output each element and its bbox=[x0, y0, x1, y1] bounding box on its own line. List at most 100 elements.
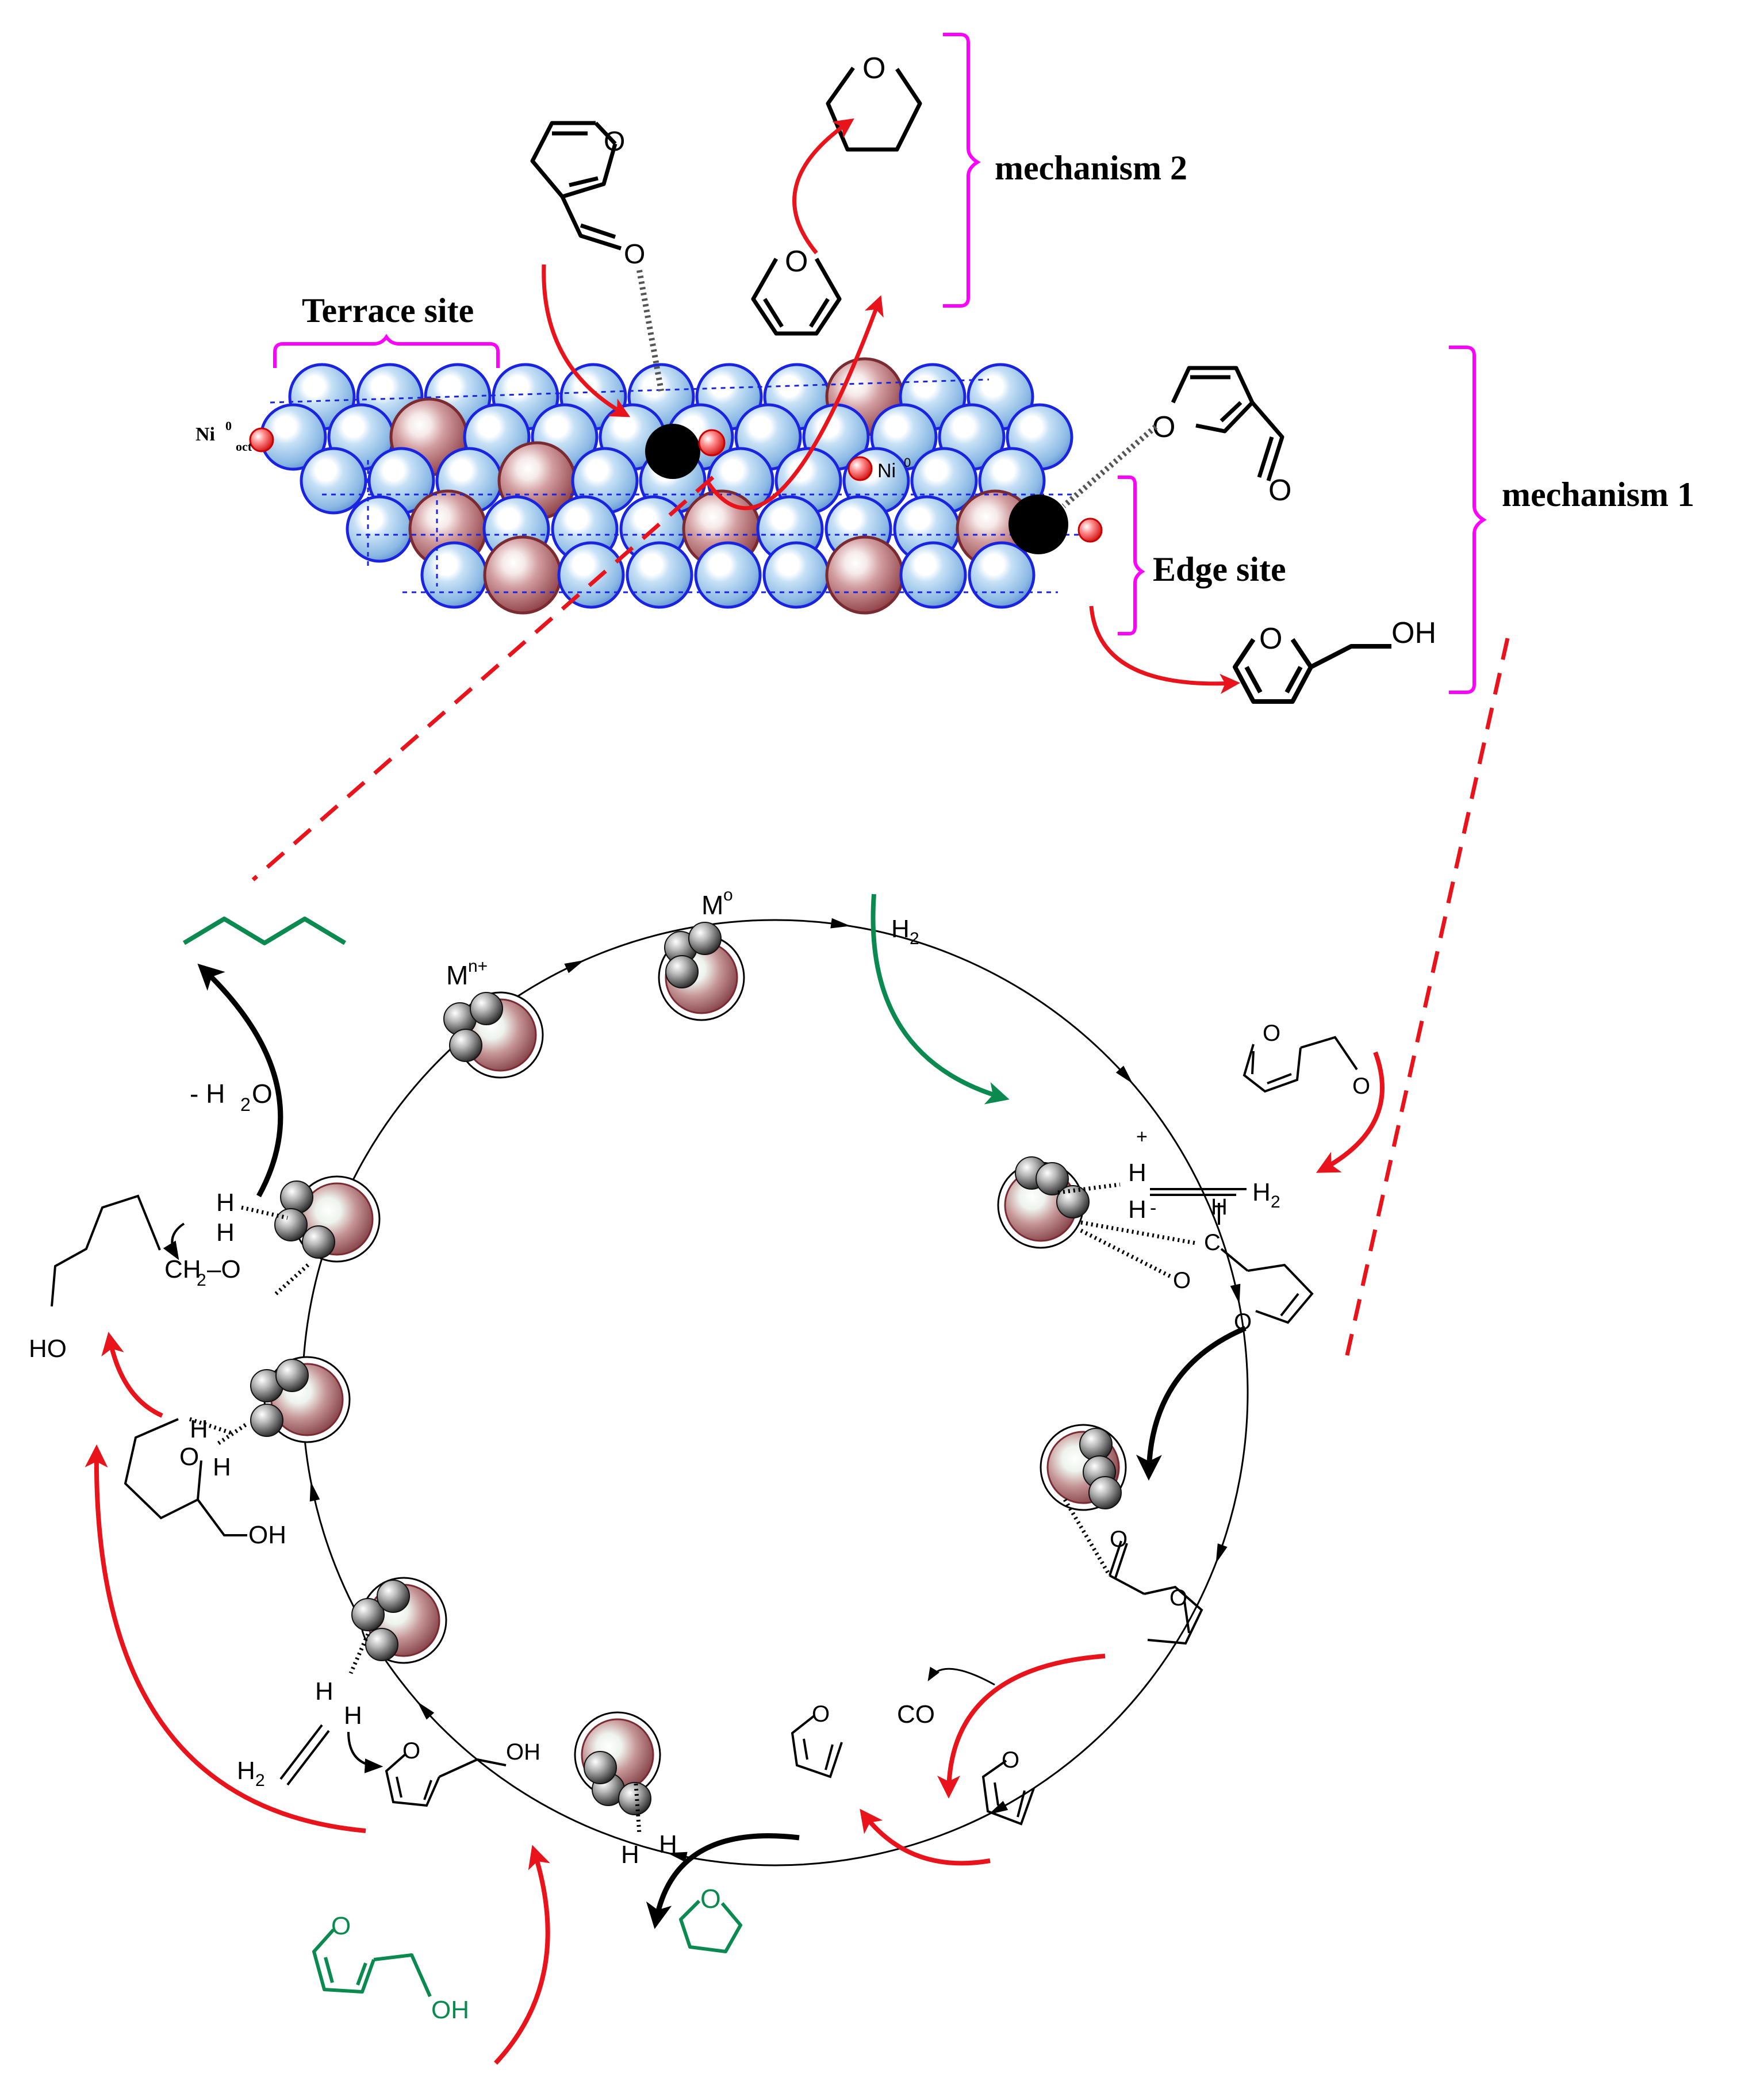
minus-label: - bbox=[1150, 1197, 1156, 1219]
h2-bottom-label: H 2 bbox=[237, 1757, 265, 1790]
catalytic-cycle-ring bbox=[301, 919, 1249, 1866]
co-label: CO bbox=[897, 1700, 935, 1728]
terrace-brace bbox=[273, 334, 500, 368]
ni-surface-atom bbox=[968, 541, 1036, 609]
oxygen-vacancy-dot bbox=[1077, 518, 1103, 543]
minus-h2o-label: - H 2 O bbox=[190, 1079, 273, 1115]
bl-h-1: H bbox=[315, 1677, 333, 1705]
thfa-o: O bbox=[179, 1443, 199, 1471]
furfural-o-ring: O bbox=[604, 127, 625, 157]
h-plus-label: H bbox=[1128, 1159, 1146, 1187]
furan-br2-o: O bbox=[812, 1701, 830, 1727]
plus-label: + bbox=[1136, 1126, 1148, 1148]
metal-cluster-atom bbox=[250, 1404, 283, 1437]
mechanism-1-label: mechanism 1 bbox=[1502, 476, 1694, 513]
metal-cluster-atom bbox=[618, 1782, 651, 1815]
cycle-arrowhead bbox=[309, 1481, 320, 1502]
thfa-oh: OH bbox=[248, 1521, 286, 1549]
cycle-arrowhead bbox=[1115, 1065, 1133, 1084]
furfural-molecule-right bbox=[1243, 1036, 1358, 1093]
metal-cluster-atom bbox=[449, 1029, 482, 1062]
ni-tetrahedral-atom bbox=[483, 535, 562, 615]
svg-text:–O: –O bbox=[207, 1255, 241, 1283]
metal-cluster-atom bbox=[365, 1628, 398, 1661]
bottom-h-1: H bbox=[621, 1841, 639, 1869]
cycle-arrowhead bbox=[988, 1800, 1008, 1815]
oxygen-vacancy-dot bbox=[249, 427, 274, 453]
h2-in-label: H 2 bbox=[891, 915, 919, 948]
fa-oh: OH bbox=[1391, 616, 1436, 650]
top-red-arrows bbox=[542, 118, 1240, 694]
svg-text:CH: CH bbox=[164, 1255, 201, 1283]
thf-molecule-top bbox=[826, 66, 922, 152]
metal-cluster-atom bbox=[665, 955, 699, 988]
furan-o: O bbox=[785, 245, 808, 278]
ni-surface-atom bbox=[557, 541, 625, 609]
carbinol-o: O bbox=[1173, 1268, 1191, 1293]
co-release-arrow bbox=[927, 1666, 995, 1686]
cycle-arrowhead bbox=[1215, 1543, 1228, 1564]
carbinol-h: H bbox=[1211, 1194, 1228, 1220]
cycle-arrowhead bbox=[1230, 1283, 1241, 1304]
svg-text:2: 2 bbox=[910, 929, 919, 948]
furfural-feed-arrow bbox=[1316, 1051, 1385, 1173]
thfa-h-1: H bbox=[190, 1415, 208, 1443]
edge-brace bbox=[1118, 476, 1145, 635]
mechanism-2-label: mechanism 2 bbox=[995, 149, 1187, 187]
metal-cluster-atom bbox=[1088, 1476, 1122, 1509]
ni-surface-atom bbox=[899, 541, 967, 609]
oxygen-vacancy-dot bbox=[848, 456, 873, 481]
metal-cluster-atom bbox=[1079, 1428, 1113, 1461]
cycle-direction-arrows bbox=[309, 918, 1241, 1862]
metal-cluster-atom bbox=[377, 1580, 410, 1613]
thfa-h-2: H bbox=[213, 1453, 231, 1481]
h-minus-label: H bbox=[1128, 1195, 1146, 1224]
ni-surface bbox=[249, 357, 1103, 615]
svg-text:2: 2 bbox=[255, 1771, 265, 1790]
cycle-arrowhead bbox=[667, 1852, 688, 1862]
right-black-arrow bbox=[1136, 1325, 1247, 1481]
metal-cluster-atom bbox=[1036, 1162, 1069, 1195]
svg-text:2: 2 bbox=[240, 1094, 251, 1115]
ni-surface-atom bbox=[300, 447, 367, 515]
acyl-intermediate bbox=[1063, 1498, 1203, 1645]
svg-text:2: 2 bbox=[1271, 1193, 1280, 1212]
metal-cluster-atom bbox=[351, 1598, 385, 1631]
ni-surface-atom bbox=[694, 541, 762, 609]
edge-coordination-bond bbox=[1061, 424, 1158, 508]
mechanism1-brace bbox=[1449, 346, 1487, 694]
svg-text:0: 0 bbox=[225, 419, 232, 433]
fa-green-o: O bbox=[331, 1912, 351, 1940]
svg-text:Ni: Ni bbox=[877, 460, 896, 482]
metal-cluster-atom bbox=[280, 1180, 313, 1214]
furfural-right-o-ring: O bbox=[1263, 1021, 1280, 1046]
ho-label: HO bbox=[29, 1335, 67, 1363]
co-red-arrow bbox=[937, 1654, 1106, 1799]
acyl-o: O bbox=[1110, 1527, 1128, 1552]
ni-surface-atom bbox=[420, 541, 488, 609]
svg-text:o: o bbox=[723, 886, 733, 904]
cycle-arrowhead bbox=[564, 960, 585, 973]
bottom-h-2: H bbox=[659, 1830, 677, 1858]
pentane-chain bbox=[182, 917, 347, 945]
fa-green-oh: OH bbox=[431, 1996, 469, 2024]
ch2o-label: CH 2 –O bbox=[164, 1255, 241, 1290]
h2-right-label: H 2 bbox=[1252, 1178, 1280, 1212]
thf-black-arrow bbox=[646, 1833, 800, 1929]
h-label-2: H bbox=[216, 1218, 235, 1247]
svg-text:0: 0 bbox=[904, 455, 911, 470]
svg-text:H: H bbox=[891, 915, 910, 943]
svg-text:n+: n+ bbox=[468, 957, 488, 976]
metal-cluster-atom bbox=[470, 992, 503, 1025]
metal-cluster-atom bbox=[302, 1225, 335, 1259]
furfuryl-alcohol-molecule-bottom bbox=[385, 1753, 507, 1807]
furfuryl-alcohol-molecule-top bbox=[1233, 638, 1391, 704]
furan-br1-o: O bbox=[1002, 1747, 1019, 1773]
fa-bottom-oh: OH bbox=[506, 1739, 540, 1765]
svg-text:M: M bbox=[446, 960, 468, 990]
svg-text:- H: - H bbox=[190, 1079, 225, 1109]
svg-text:M: M bbox=[701, 890, 723, 920]
dehydration-arrow bbox=[197, 963, 283, 1198]
